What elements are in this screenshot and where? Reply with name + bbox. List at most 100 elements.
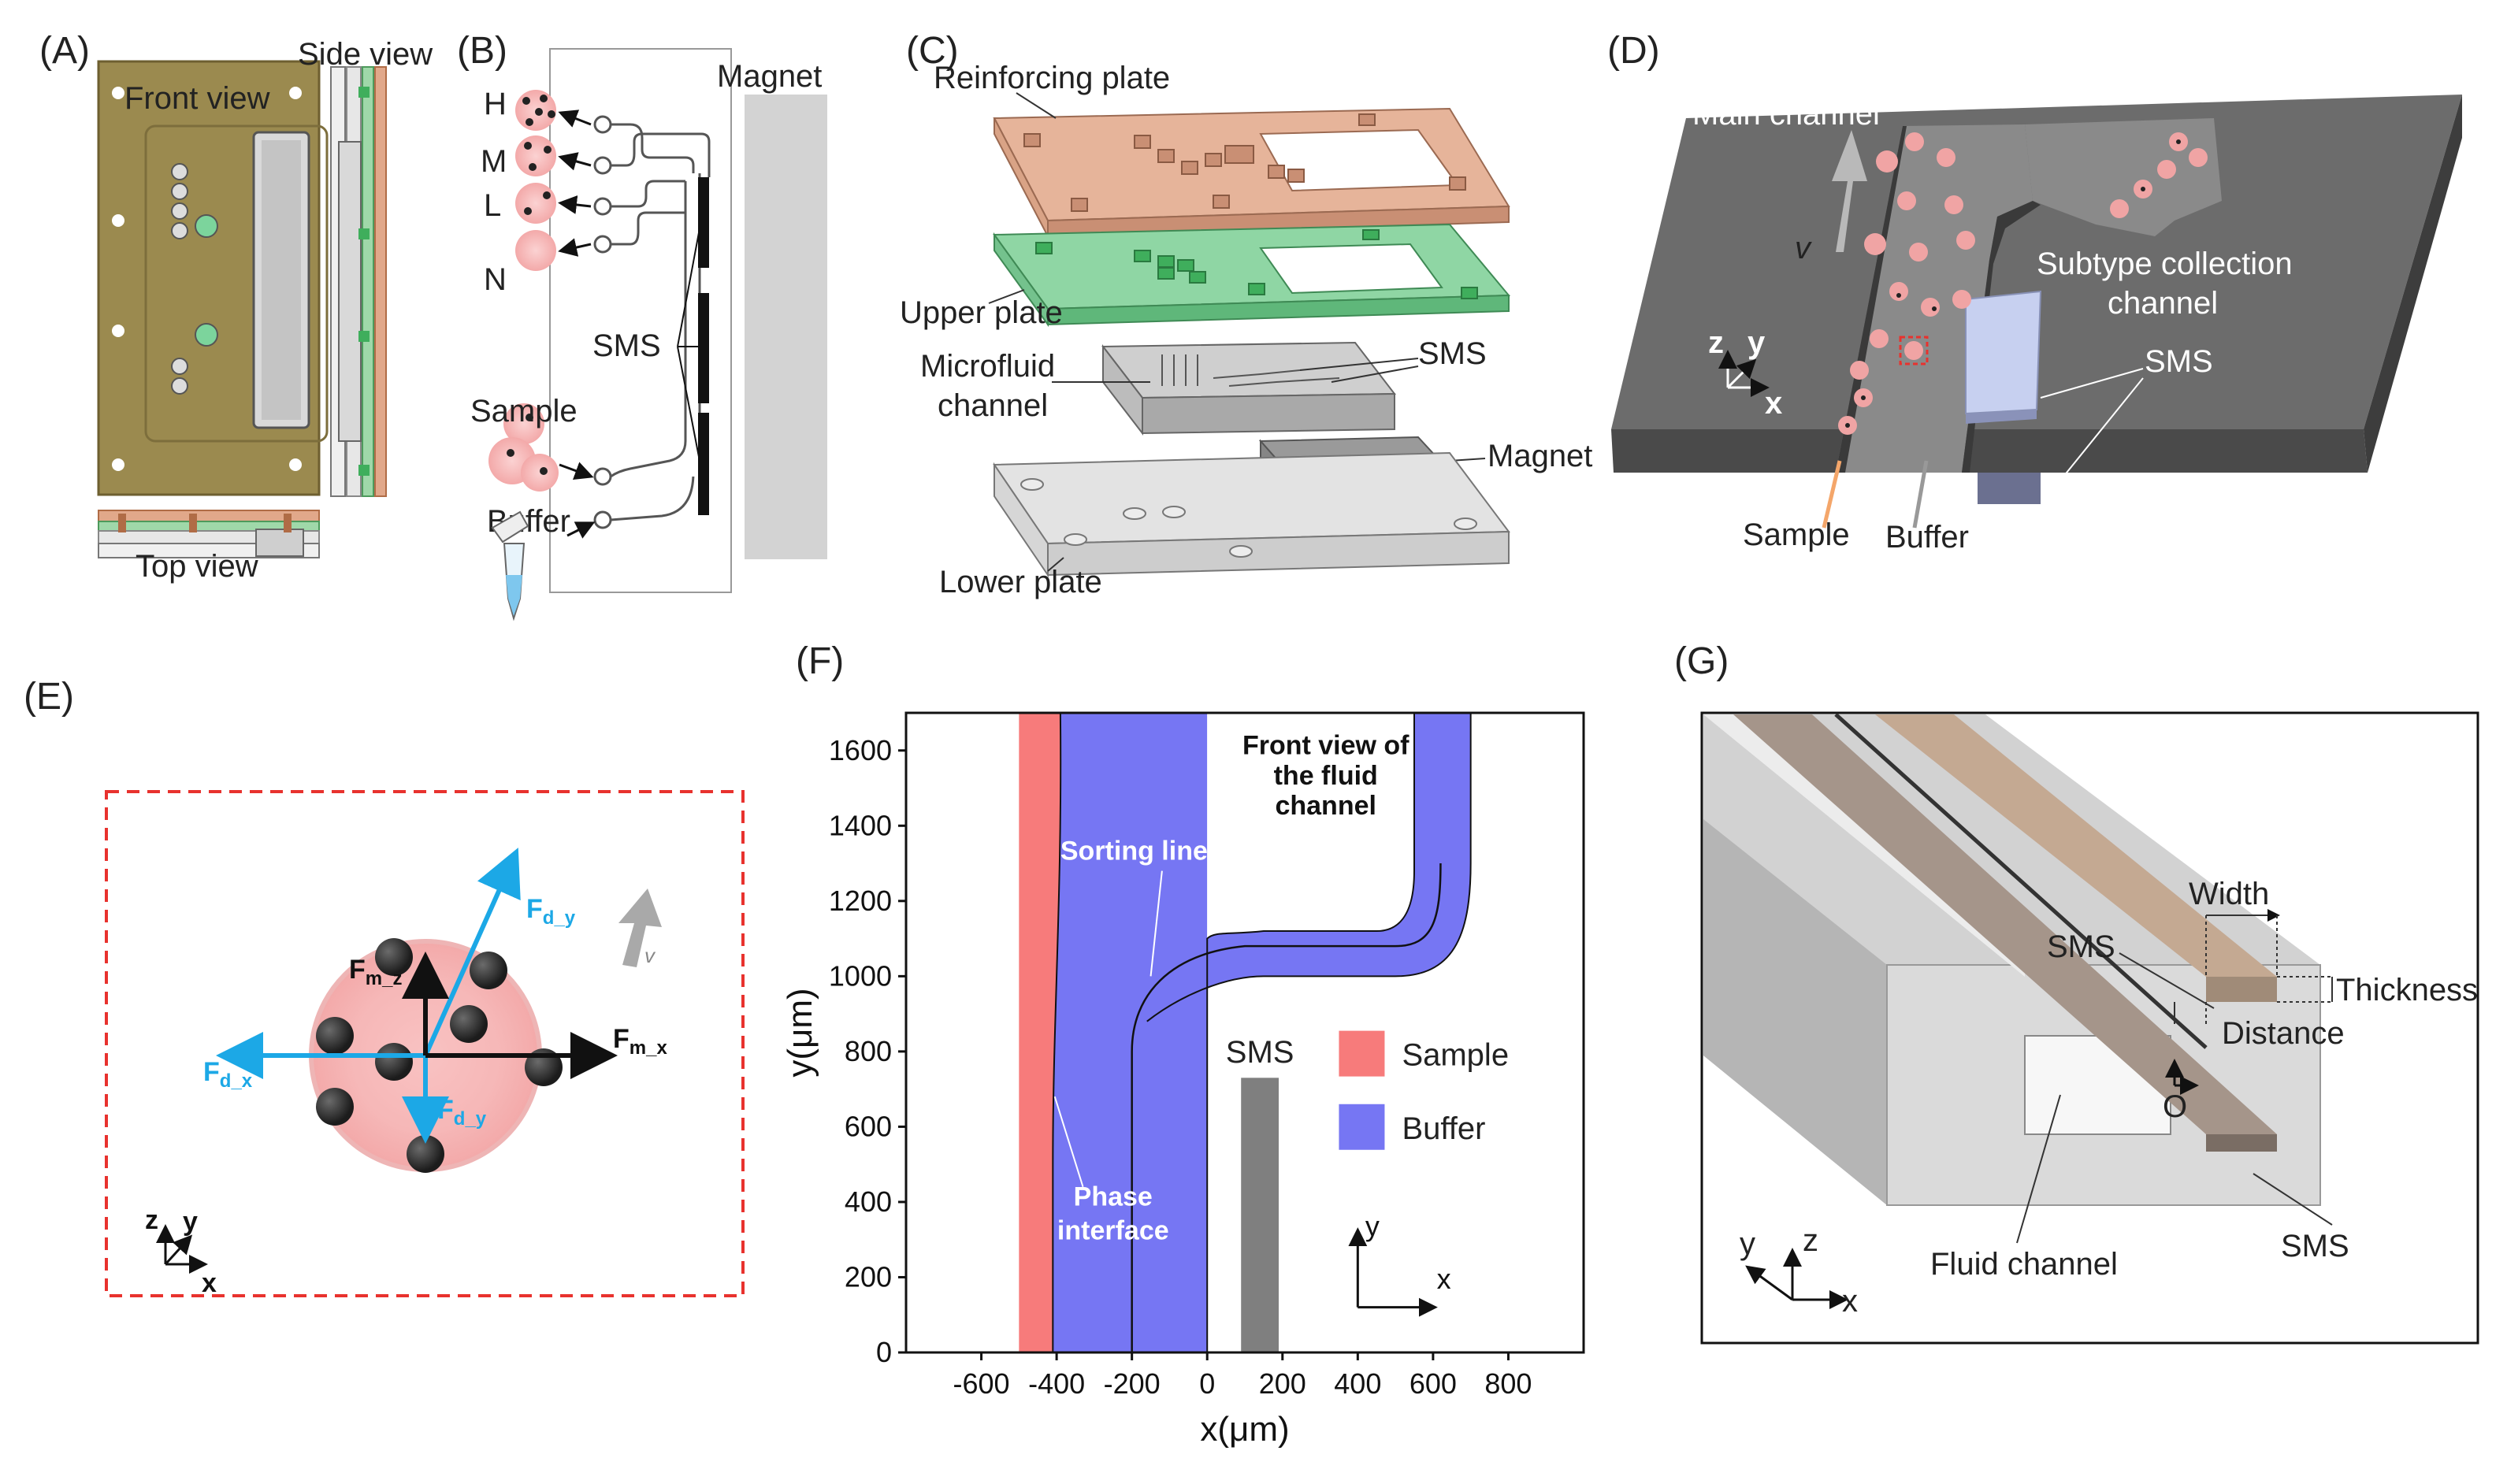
- fdy2-label: Fd_y: [437, 1095, 487, 1130]
- phase-leader: [1053, 1096, 1084, 1188]
- microfluid-channel-side: [1102, 344, 1143, 436]
- sms-label-d: SMS: [2145, 344, 2213, 379]
- port-hole: [171, 358, 188, 375]
- leader-line: [1331, 365, 1419, 383]
- label-h: H: [484, 87, 507, 121]
- legend-swatch-sample: [1339, 1030, 1385, 1077]
- port-hole: [171, 377, 188, 395]
- phase-interface-line: [1052, 712, 1062, 1352]
- chip-top-surface: [1611, 95, 2462, 429]
- channel-wall-region: [1207, 713, 1414, 939]
- fdy-label: Fd_y: [526, 894, 576, 929]
- leader-line: [988, 289, 1025, 304]
- force-drag-y-up: [423, 848, 521, 1057]
- buffer-label-d: Buffer: [1885, 520, 1969, 555]
- reinforcing-bolts: [1023, 113, 1466, 212]
- alignment-pin: [195, 323, 218, 347]
- mini-axis-x-label: x: [1437, 1263, 1451, 1295]
- legend-label-buffer: Buffer: [1402, 1111, 1485, 1146]
- microfluid-channel-edge: [1142, 392, 1395, 435]
- axis-y-e: y: [183, 1207, 198, 1237]
- y-tick-label: 600: [845, 1110, 892, 1142]
- magnet-block: [745, 95, 827, 559]
- panel-a: (A) Front view Side vie: [39, 30, 433, 584]
- sms-bar-label: SMS: [1226, 1035, 1294, 1070]
- y-tick-label: 1400: [829, 809, 892, 841]
- buffer-region-left: [1053, 713, 1208, 1352]
- sms-pointer: [677, 346, 700, 462]
- leader-line: [2059, 377, 2144, 481]
- screw-hole: [112, 325, 124, 337]
- reinforcing-plate-label: Reinforcing plate: [934, 61, 1170, 95]
- upper-plate-side: [994, 232, 1049, 328]
- zoom-box: [1899, 336, 1929, 365]
- panel-b: (B) Magnet SMS: [457, 30, 827, 621]
- sample-label-d: Sample: [1743, 518, 1850, 552]
- axes-d: [1718, 350, 1770, 397]
- thickness-label: Thickness: [2336, 973, 2478, 1007]
- device-front-cavity: [144, 124, 329, 443]
- leader-line: [2253, 1173, 2333, 1226]
- lower-plate-bolts: [1020, 478, 1477, 558]
- sms-strip: [698, 413, 709, 515]
- velocity-label-e: v: [644, 944, 656, 967]
- label-l: L: [484, 188, 501, 223]
- axes-e: [156, 1224, 208, 1274]
- device-top-view: [98, 510, 320, 558]
- leader-line: [2040, 368, 2144, 399]
- panel-e: (E) v Fd_y Fm_z Fm_x Fd_x Fd_y: [24, 676, 745, 1298]
- lower-plate-label: Lower plate: [939, 565, 1102, 599]
- cell-icons: [488, 90, 559, 492]
- panel-c: (C) Reinforcing plate Upper plate: [900, 30, 1592, 599]
- panel-f-label: (F): [796, 640, 844, 682]
- sms-label-c: SMS: [1418, 336, 1487, 371]
- magnet-label: Magnet: [717, 59, 822, 94]
- upper-plate-label: Upper plate: [900, 295, 1063, 330]
- chip-right-face: [2364, 95, 2462, 473]
- device-front-magnet-inner: [262, 140, 301, 420]
- fmx-label: Fm_x: [613, 1024, 667, 1059]
- magnet-label-c: Magnet: [1487, 439, 1592, 473]
- chart-title-line2: the fluid: [1274, 761, 1378, 791]
- panel-d: (D) v Main channel Subtyp: [1607, 30, 2462, 555]
- axis-z-d: z: [1708, 325, 1724, 360]
- axis-z-e: z: [145, 1205, 158, 1235]
- port-hole: [171, 222, 188, 239]
- y-tick-label: 200: [845, 1260, 892, 1293]
- sms-top-label: SMS: [2047, 929, 2115, 964]
- microfluid-tubes: [1161, 354, 1340, 387]
- chip-front-face: [1611, 429, 2368, 473]
- sms-edge-line: [1834, 713, 2208, 1049]
- panel-d-label: (D): [1607, 30, 1660, 72]
- phase-label-2: interface: [1057, 1216, 1169, 1246]
- fdx-label: Fd_x: [203, 1057, 253, 1092]
- axes-g: [1745, 1248, 1848, 1309]
- panel-a-label: (A): [39, 30, 90, 72]
- leader-line: [2119, 952, 2215, 1009]
- legend-swatch-buffer: [1339, 1104, 1385, 1150]
- sms-bar: [1241, 1078, 1279, 1352]
- buffer-tube: [491, 510, 529, 621]
- leader-line: [2016, 1094, 2061, 1244]
- x-tick-label: 400: [1334, 1367, 1381, 1400]
- panel-e-label: (E): [24, 676, 74, 718]
- sms-strip: [698, 177, 709, 268]
- lower-plate-side: [994, 462, 1049, 578]
- mini-axis-y-label: y: [1365, 1210, 1380, 1242]
- port-hole: [171, 163, 188, 180]
- side-view-label: Side view: [298, 37, 433, 72]
- subtype-label-1: Subtype collection: [2037, 247, 2293, 281]
- velocity-arrow-e: [618, 889, 662, 967]
- port-hole: [171, 202, 188, 220]
- axis-x-e: x: [202, 1268, 217, 1298]
- channel-gap: [692, 173, 700, 477]
- y-tick-label: 400: [845, 1185, 892, 1218]
- sms-bar-edge: [1966, 410, 2037, 424]
- sms-bottom-block: [1978, 473, 2041, 504]
- x-tick-label: 200: [1259, 1367, 1306, 1400]
- label-m: M: [481, 144, 507, 179]
- sms-strip-lower: [1733, 714, 2277, 1134]
- outlet-arrows: [558, 109, 596, 539]
- channel-boundary-outer: [1146, 713, 1472, 1022]
